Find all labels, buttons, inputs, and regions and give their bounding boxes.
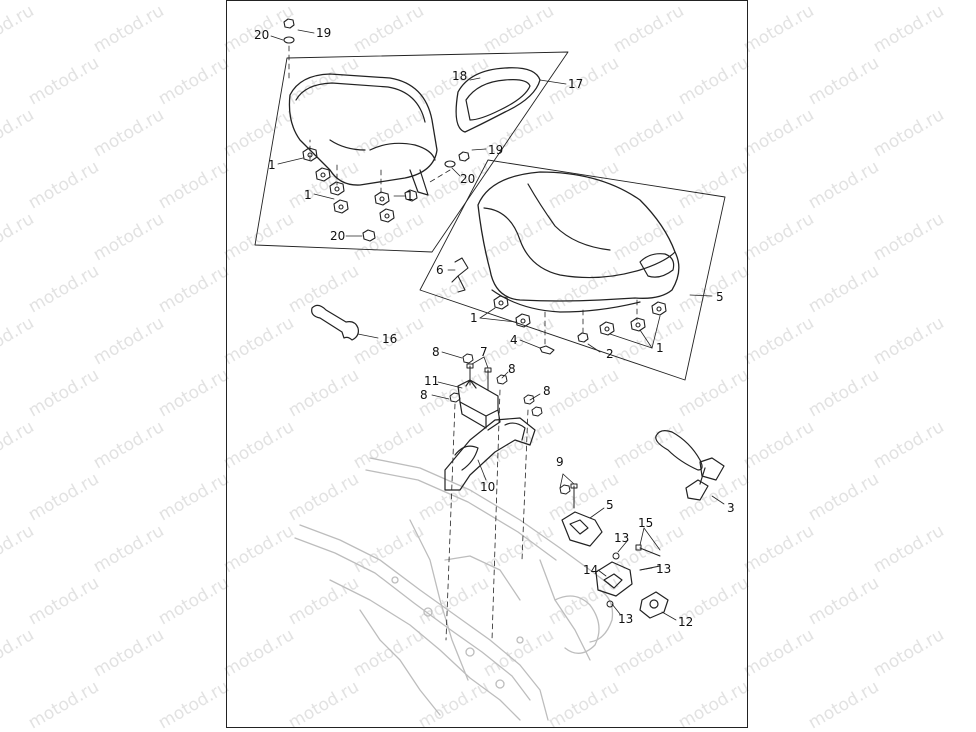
callout-19: 19 xyxy=(488,143,504,157)
callout-19: 19 xyxy=(316,26,332,40)
callout-1: 1 xyxy=(268,158,276,172)
callout-13: 13 xyxy=(614,531,630,545)
callout-11: 11 xyxy=(424,374,440,388)
rider-seat-group xyxy=(419,159,726,381)
callout-13: 13 xyxy=(618,612,634,626)
diagram-frame xyxy=(226,0,748,728)
callout-9: 9 xyxy=(556,455,564,469)
callout-20: 20 xyxy=(460,172,476,186)
callout-13: 13 xyxy=(656,562,672,576)
callout-1: 1 xyxy=(304,188,312,202)
callout-7: 7 xyxy=(480,345,488,359)
callout-3: 3 xyxy=(727,501,735,515)
callout-1: 1 xyxy=(406,189,414,203)
callout-10: 10 xyxy=(480,480,496,494)
callout-15: 15 xyxy=(638,516,654,530)
callout-16: 16 xyxy=(382,332,398,346)
callout-20: 20 xyxy=(330,229,346,243)
callout-18: 18 xyxy=(452,69,468,83)
callout-4: 4 xyxy=(510,333,518,347)
callout-5: 5 xyxy=(606,498,614,512)
callout-8: 8 xyxy=(432,345,440,359)
callout-1: 1 xyxy=(470,311,478,325)
seat-bracket-group xyxy=(431,351,543,641)
passenger-seat-group xyxy=(254,18,569,253)
callout-14: 14 xyxy=(583,563,599,577)
callout-12: 12 xyxy=(678,615,694,629)
callout-8: 8 xyxy=(420,388,428,402)
callout-2: 2 xyxy=(606,347,614,361)
callout-8: 8 xyxy=(543,384,551,398)
frame-rails xyxy=(294,457,614,721)
callout-6: 6 xyxy=(436,263,444,277)
latch-group xyxy=(559,430,725,621)
callout-1: 1 xyxy=(656,341,664,355)
callout-17: 17 xyxy=(568,77,584,91)
callout-5: 5 xyxy=(716,290,724,304)
callout-8: 8 xyxy=(508,362,516,376)
callout-20: 20 xyxy=(254,28,270,42)
wrench-part xyxy=(311,304,379,341)
